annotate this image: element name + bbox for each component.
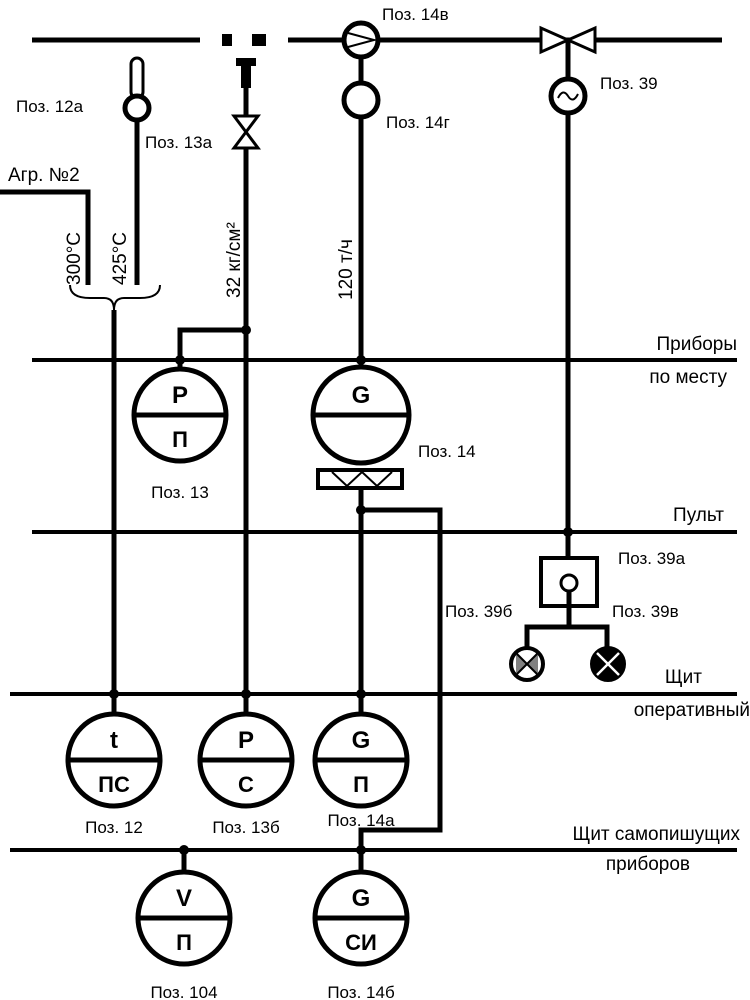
level-recorders-2: приборов [606, 854, 690, 875]
label-pressure: 32 кг/см² [224, 222, 245, 298]
instrument-function: П [353, 772, 369, 797]
instrument-pos104: VП Поз. 104 [135, 869, 233, 1000]
instrument-pos13b: PС Поз. 13б [197, 711, 295, 837]
pos14g-circle [341, 80, 381, 120]
agr2-line [0, 189, 91, 285]
flow-transmitter-box [316, 468, 404, 490]
label-pos-39v: Поз. 39в [612, 602, 679, 621]
level-operative-2: оперативный [634, 700, 750, 721]
label-pos-39: Поз. 39 [600, 74, 658, 93]
pressure-tap-symbol [231, 58, 261, 150]
level-local-1: Приборы [656, 334, 737, 355]
instrument-label: Поз. 12 [85, 818, 143, 837]
instrument-label: Поз. 13 [151, 483, 209, 502]
brace [69, 284, 161, 311]
instrument-function: П [176, 930, 192, 955]
instrument-label: Поз. 14 [418, 442, 476, 461]
instrument-function: С [238, 772, 254, 797]
label-pos-39a: Поз. 39а [618, 549, 686, 568]
label-pos-14v: Поз. 14в [382, 5, 449, 24]
label-pos-13a: Поз. 13а [145, 133, 213, 152]
label-temp-300: 300°C [64, 232, 85, 285]
instrument-variable: G [352, 885, 371, 912]
instrument-pos14a: GП Поз. 14а [312, 711, 410, 830]
instrument-label: Поз. 14а [327, 811, 395, 830]
label-pos-39b: Поз. 39б [445, 602, 513, 621]
instrument-variable: V [176, 885, 192, 912]
label-temp-425: 425°C [110, 232, 131, 285]
thermometer-icon [122, 56, 152, 123]
instrument-pos12: tПС Поз. 12 [65, 711, 163, 837]
instrument-variable: G [352, 727, 371, 754]
level-local-2: по месту [649, 367, 727, 388]
instrument-variable: P [172, 382, 188, 409]
instrument-variable: G [352, 382, 371, 409]
instrument-pos13: PП Поз. 13 [131, 366, 229, 502]
instrument-label: Поз. 104 [150, 983, 217, 1000]
level-operative-1: Щит [665, 667, 702, 688]
instrument-pos14: G Поз. 14 [310, 364, 476, 466]
valve-39-symbol [539, 25, 597, 116]
instrument-variable: t [110, 727, 118, 754]
level-recorders-1: Щит самопишущих [573, 824, 741, 845]
instrument-variable: P [238, 727, 254, 754]
instrument-function: ПС [98, 772, 130, 797]
signal-lamp-left [509, 646, 545, 682]
instrument-label: Поз. 14б [327, 983, 395, 1000]
flow-element-symbol [341, 20, 381, 60]
signal-lamp-right [590, 646, 626, 682]
control-switch-39a [524, 556, 610, 648]
label-flow: 120 т/ч [336, 239, 357, 300]
instrument-label: Поз. 13б [212, 818, 280, 837]
instrument-function: СИ [345, 930, 377, 955]
instrument-function: П [172, 427, 188, 452]
label-agr2: Агр. №2 [8, 165, 80, 186]
level-console: Пульт [673, 505, 724, 526]
label-pos-14g: Поз. 14г [386, 113, 450, 132]
instrument-pos14b: G СИ Поз. 14б [312, 869, 410, 1000]
label-pos-12a: Поз. 12а [16, 97, 84, 116]
